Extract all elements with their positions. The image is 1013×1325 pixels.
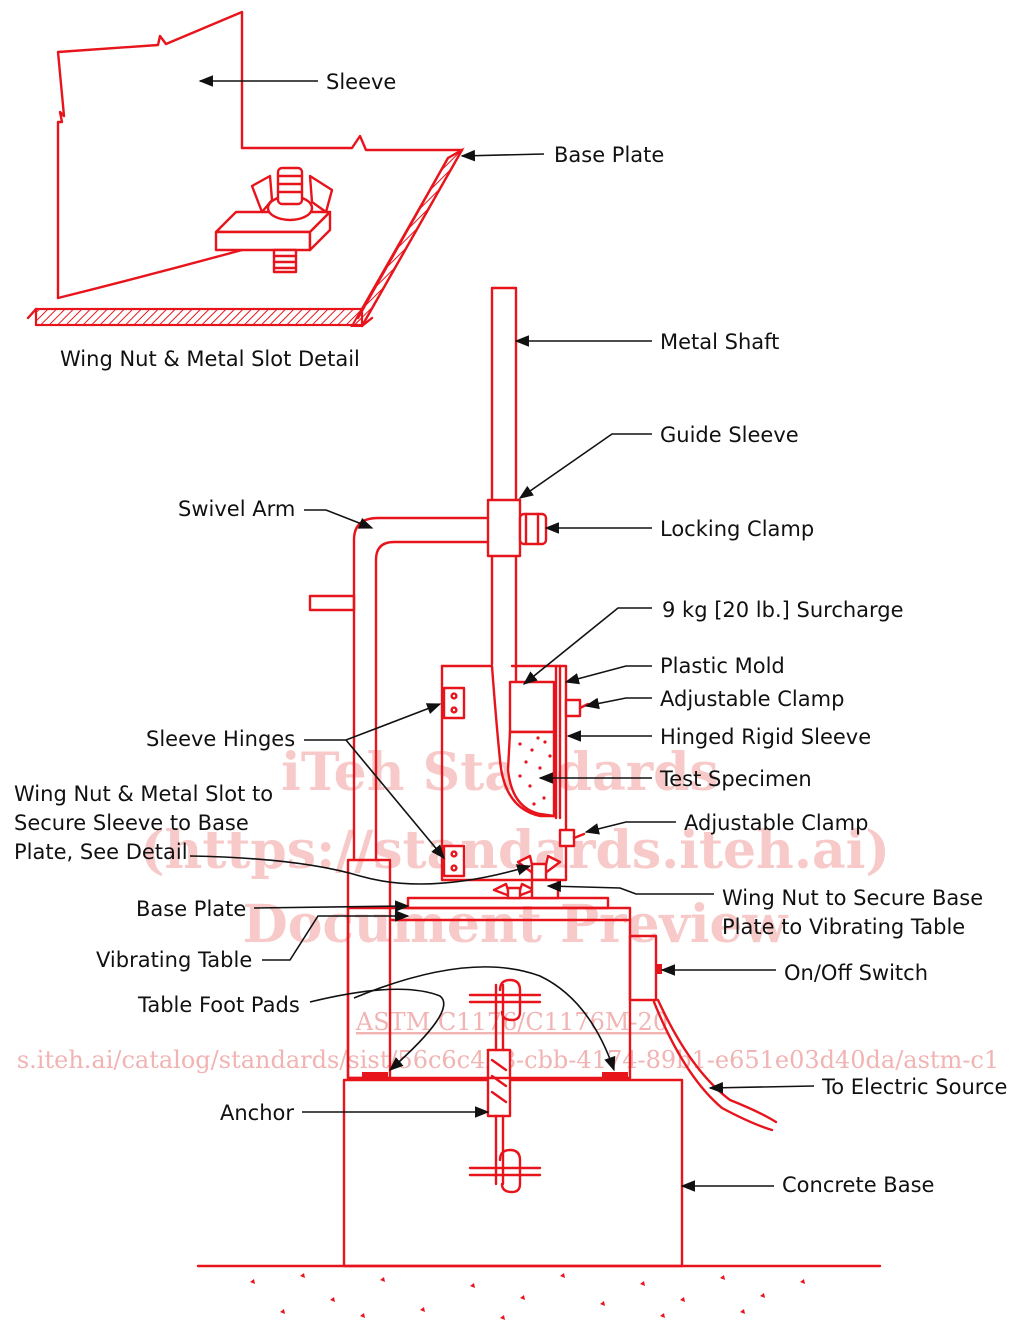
watermark-line-4: ASTM C1176/C1176M-20 — [355, 1008, 668, 1036]
plastic-mold-wall — [554, 664, 562, 820]
surcharge-weight — [508, 680, 556, 734]
leader-base-plate — [253, 900, 410, 912]
swivel-arm-outer — [352, 516, 492, 862]
anchor-crossbar-upper — [468, 993, 542, 1004]
detail-bolt-top — [276, 166, 304, 206]
watermark-line-3: Document Preview — [243, 894, 789, 955]
leader-electric-source — [708, 1081, 815, 1094]
apparatus — [196, 286, 882, 1320]
anchor-crossbar-lower — [468, 1166, 542, 1177]
detail-bolt-thread — [272, 254, 298, 270]
leader-swivel-arm — [304, 509, 374, 529]
leader-adjustable-clamp-bottom — [584, 821, 676, 835]
swivel-arm-inner — [374, 540, 492, 862]
detail-floor-ends — [26, 307, 374, 328]
label-detail-sleeve: Sleeve — [326, 70, 396, 94]
detail-bolt-top-thread — [276, 174, 304, 194]
leader-foot-pad-right — [353, 966, 616, 1072]
label-concrete-base: Concrete Base — [782, 1173, 934, 1197]
leader-wing-nut-base — [546, 880, 714, 895]
leader-wing-nut-slot — [189, 855, 532, 885]
label-anchor: Anchor — [220, 1101, 294, 1125]
detail-drawing — [26, 10, 465, 328]
leader-adjustable-clamp-top — [584, 697, 652, 710]
label-locking-clamp: Locking Clamp — [660, 517, 814, 541]
sleeve-cutaway — [440, 664, 558, 818]
concrete-base — [342, 1078, 684, 1268]
leader-vibrating-table — [262, 910, 410, 961]
label-sleeve-hinges: Sleeve Hinges — [146, 727, 295, 751]
sleeve-wing-nut — [530, 862, 548, 882]
label-hinged-rigid-sleeve: Hinged Rigid Sleeve — [660, 725, 871, 749]
adjustable-clamp-top — [564, 698, 582, 718]
foot-pad-right — [602, 1072, 628, 1080]
cable-inner — [652, 1000, 774, 1132]
foot-pad-left — [362, 1072, 388, 1080]
label-wing-nut-slot-3: Plate, See Detail — [14, 840, 188, 864]
label-adjustable-clamp-bottom: Adjustable Clamp — [684, 811, 868, 835]
detail-wing-right — [308, 174, 334, 214]
label-swivel-arm: Swivel Arm — [178, 497, 295, 521]
anchor-rod-lower — [494, 1114, 505, 1186]
label-wing-nut-slot-2: Secure Sleeve to Base — [14, 811, 249, 835]
cable-outer — [656, 998, 778, 1124]
anchor-hook-lower — [498, 1148, 522, 1194]
locking-clamp — [518, 512, 548, 546]
leader-surcharge — [522, 607, 652, 685]
label-on-off-switch: On/Off Switch — [784, 961, 928, 985]
leader-sleeve-hinge-bottom — [345, 739, 445, 860]
leader-lines — [189, 75, 815, 1192]
detail-slot-plate-side — [308, 210, 332, 252]
hinged-rigid-sleeve — [440, 664, 568, 882]
base-wing-nut — [506, 886, 522, 900]
detail-sleeve-arc — [56, 248, 244, 300]
ground-speckle — [250, 1273, 805, 1320]
detail-plate-hatch — [350, 147, 465, 327]
adjustable-clamp-bottom — [558, 828, 576, 848]
swivel-arm-stub — [308, 594, 356, 612]
leader-guide-sleeve — [518, 433, 652, 499]
guide-sleeve — [486, 498, 522, 558]
metal-shaft — [490, 286, 518, 702]
label-guide-sleeve: Guide Sleeve — [660, 423, 799, 447]
leader-detail-base-plate — [460, 149, 545, 162]
label-adjustable-clamp-top: Adjustable Clamp — [660, 687, 844, 711]
sleeve-hinge-bottom — [442, 844, 466, 878]
detail-sleeve-outline — [56, 10, 244, 300]
label-wing-nut-slot-1: Wing Nut & Metal Slot to — [14, 782, 273, 806]
label-surcharge: 9 kg [20 lb.] Surcharge — [662, 598, 904, 622]
leader-sleeve-hinge-top — [304, 703, 442, 741]
label-metal-shaft: Metal Shaft — [660, 330, 779, 354]
base-clamp-block — [530, 878, 560, 900]
locking-clamp-ribs — [524, 512, 540, 546]
labels: Sleeve Base Plate Wing Nut & Metal Slot … — [14, 70, 1007, 1197]
label-vibrating-table: Vibrating Table — [96, 948, 252, 972]
label-wing-nut-base-2: Plate to Vibrating Table — [722, 915, 965, 939]
leader-plastic-mold — [564, 665, 652, 685]
detail-slot-plate-front — [214, 230, 312, 252]
sleeve-hinge-top — [442, 686, 466, 720]
adjustable-clamp-bottom-handle — [572, 832, 586, 840]
swivel-arm-post-base — [346, 858, 392, 1080]
label-to-electric-source: To Electric Source — [821, 1075, 1007, 1099]
leader-foot-pad-left — [309, 988, 445, 1071]
label-table-foot-pads: Table Foot Pads — [137, 993, 300, 1017]
on-off-switch — [656, 964, 662, 974]
label-test-specimen: Test Specimen — [659, 767, 812, 791]
label-detail-base-plate: Base Plate — [554, 143, 664, 167]
label-wing-nut-base-1: Wing Nut to Secure Base — [722, 886, 983, 910]
label-base-plate: Base Plate — [136, 897, 246, 921]
detail-floor-hatch — [34, 307, 364, 327]
detail-caption: Wing Nut & Metal Slot Detail — [60, 347, 360, 371]
test-specimen — [506, 730, 556, 818]
label-plastic-mold: Plastic Mold — [660, 654, 785, 678]
anchor-hook-upper — [498, 978, 522, 1022]
